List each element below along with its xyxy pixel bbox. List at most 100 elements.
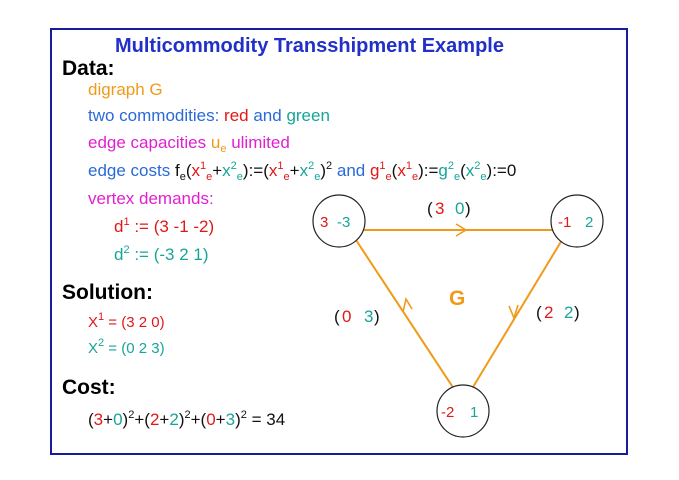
x1e: x1e <box>268 160 290 183</box>
x2-sup: 2 <box>98 337 105 349</box>
capacity-symbol: ue <box>210 133 227 155</box>
capacities-line: edge capacities ue ulimited <box>88 133 290 155</box>
sup-2: 2 <box>447 160 454 172</box>
slide-title: Multicommodity Transshipment Example <box>115 35 504 57</box>
commodities-prefix: two commodities: <box>88 106 225 125</box>
edge-right <box>469 239 563 393</box>
sub-e: e <box>385 171 392 183</box>
demand-d1: d1 := (3 -1 -2) <box>114 217 215 236</box>
commodities-and: and <box>248 106 287 125</box>
edge-right-close: ) <box>574 303 580 322</box>
edge-left-green: 3 <box>364 307 373 326</box>
edge-top-green: 0 <box>455 199 464 218</box>
node-left-green: -3 <box>337 214 350 231</box>
x1e: x1e <box>397 160 419 183</box>
assign-open: ):=( <box>242 161 269 180</box>
edge-top-close: ) <box>465 199 471 218</box>
g-symbol: g <box>369 161 380 180</box>
demand-d2: d2 := (-3 2 1) <box>114 245 209 264</box>
arrow-top <box>455 223 468 237</box>
solution-x2: X2 = (0 2 3) <box>88 338 165 357</box>
capacities-text: edge capacities <box>88 133 211 152</box>
edge-top-red: 3 <box>435 199 444 218</box>
plus: + <box>212 161 223 180</box>
g2e: g2e <box>438 160 461 183</box>
x-symbol: x <box>268 161 278 180</box>
node-bottom-green: 1 <box>470 404 478 421</box>
costs-line: edge costs fe(x1e+x2e):=(x1e+x2e)2 and g… <box>88 160 517 183</box>
cost-f: f <box>174 161 180 180</box>
capacity-u: u <box>210 133 221 152</box>
x1-sup: 1 <box>98 311 105 323</box>
sup-2: 2 <box>474 160 481 172</box>
paren-open: ( <box>460 161 466 180</box>
digraph-label: digraph G <box>88 80 163 99</box>
d1-value: := (3 -1 -2) <box>129 217 215 236</box>
edge-right-green: 2 <box>564 303 573 322</box>
sub-e: e <box>480 171 487 183</box>
graph-edges <box>355 229 563 393</box>
cost-sup: 2 <box>184 409 191 421</box>
cost-term3-green: 3 <box>225 410 236 429</box>
assign-zero: ):=0 <box>486 161 517 180</box>
x-symbol: x <box>191 161 200 180</box>
edge-right-red: 2 <box>544 303 553 322</box>
x-symbol: x <box>397 161 406 180</box>
paren-open: ( <box>185 161 192 180</box>
d2-value: := (-3 2 1) <box>129 245 209 264</box>
edge-left-open: ( <box>334 307 340 326</box>
data-heading: Data: <box>62 57 115 80</box>
sup-1: 1 <box>379 160 386 172</box>
capacities-rest: ulimited <box>226 133 290 152</box>
edge-labels: ( 3 0 ) ( 2 2 ) ( 0 3 ) <box>334 199 580 326</box>
sup-1: 1 <box>199 160 207 172</box>
arrow-left <box>402 296 413 313</box>
sup-1: 1 <box>277 160 284 172</box>
x2e: x2e <box>222 160 243 183</box>
costs-and: and <box>332 161 370 180</box>
solution-heading: Solution: <box>62 281 153 304</box>
sub-e: e <box>411 171 419 183</box>
x2-value: = (0 2 3) <box>104 340 165 357</box>
plus: + <box>289 161 300 180</box>
x-symbol: x <box>222 161 231 180</box>
cost-formula: (3+0)2+(2+2)2+(0+3)2 = 34 <box>88 409 286 429</box>
graph-nodes <box>312 194 604 438</box>
costs-prefix: edge costs <box>88 161 175 180</box>
vertex-demands-label: vertex demands: <box>88 189 214 208</box>
sub-e: e <box>283 171 290 183</box>
x-symbol: x <box>465 161 475 180</box>
sub-e: e <box>314 171 321 183</box>
node-right-red: -1 <box>558 214 571 231</box>
sup-2: 2 <box>308 160 315 172</box>
cost-term2-red: 2 <box>149 410 160 429</box>
commodities-line: two commodities: red and green <box>88 107 330 124</box>
g-symbol: g <box>438 161 448 180</box>
graph-name: G <box>449 287 465 310</box>
edge-top-open: ( <box>427 199 433 218</box>
slide-frame <box>50 28 628 455</box>
solution-x1: X1 = (3 2 0) <box>88 312 165 331</box>
paren-close: ) <box>320 161 327 180</box>
x-symbol: x <box>299 161 309 180</box>
sup-2: 2 <box>230 160 237 172</box>
commodity-green: green <box>286 106 330 125</box>
capacity-sub: e <box>220 143 227 155</box>
node-right-green: 2 <box>585 214 593 231</box>
cost-f-sub: e <box>179 171 186 183</box>
edge-left-red: 0 <box>342 307 351 326</box>
sub-e: e <box>454 171 461 183</box>
x1-value: = (3 2 0) <box>104 314 165 331</box>
sup-1: 1 <box>405 160 412 172</box>
g1e: g1e <box>369 160 392 183</box>
square: 2 <box>326 160 333 172</box>
sub-e: e <box>206 171 213 183</box>
edge-right-open: ( <box>536 303 542 322</box>
x2-label: X <box>88 340 99 357</box>
assign: ):= <box>418 161 439 180</box>
node-right <box>550 194 604 248</box>
edge-left <box>355 239 457 393</box>
sub-e: e <box>236 171 243 183</box>
node-bottom-red: -2 <box>441 404 454 421</box>
